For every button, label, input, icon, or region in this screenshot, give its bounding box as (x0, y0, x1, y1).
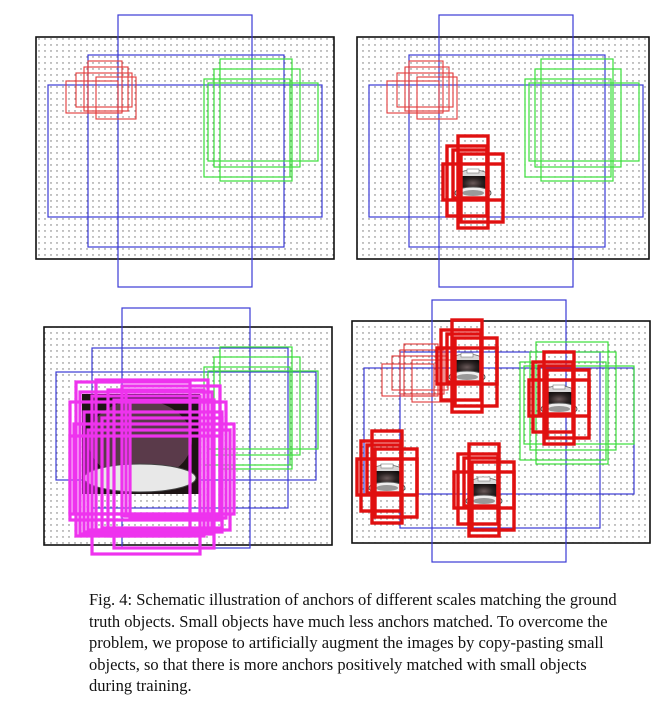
panel-bottom-left (43, 307, 333, 556)
small-anchor-box (83, 66, 129, 112)
small-anchor-box (95, 76, 137, 120)
large-anchor-box (368, 84, 644, 218)
large-anchor-box (47, 84, 323, 218)
small-anchor-box (404, 66, 450, 112)
anchor-grid (36, 37, 334, 259)
medium-anchor-box (203, 78, 291, 178)
small-anchor-box (381, 363, 435, 397)
matched-anchor-box (112, 398, 216, 550)
matched-anchor-box (527, 378, 591, 418)
matched-anchor-box (124, 390, 210, 518)
matched-anchor-box (355, 457, 419, 497)
matched-anchor-box (462, 456, 500, 508)
small-anchor-box (399, 349, 445, 395)
panel-top-left (35, 14, 335, 288)
medium-anchor-box (219, 58, 293, 182)
medium-anchor-box (523, 365, 635, 445)
medium-anchor-box (207, 82, 319, 162)
panel-top-right (356, 14, 650, 288)
matched-anchor-box (445, 332, 483, 384)
large-anchor-box (408, 54, 606, 248)
small-anchor-box (416, 76, 458, 120)
matched-anchor-box (452, 470, 516, 510)
image-frame (35, 36, 335, 260)
matched-anchor-box (451, 148, 489, 200)
image-frame (43, 326, 333, 546)
caption-line-2: truth objects. Small objects have much l… (89, 611, 608, 631)
matched-anchor-box (365, 443, 403, 495)
small-anchor-box (75, 72, 133, 108)
image-frame (351, 320, 651, 544)
medium-anchor-box (213, 68, 301, 168)
large-anchor-box (87, 54, 285, 248)
matched-anchor-box (72, 422, 236, 516)
image-frame (356, 36, 650, 260)
matched-anchor-box (86, 428, 232, 532)
small-anchor-box (396, 72, 454, 108)
anchor-illustration-figure (35, 14, 651, 563)
medium-anchor-box (535, 341, 609, 465)
caption-line-1: Fig. 4: Schematic illustration of anchor… (89, 590, 617, 609)
large-anchor-box (117, 14, 253, 288)
caption-line-4: objects, so that there is more anchors p… (89, 654, 587, 674)
medium-anchor-box (528, 82, 640, 162)
caption-line-5: during training. (89, 676, 192, 696)
figure-caption: Fig. 4: Schematic illustration of anchor… (89, 589, 661, 697)
medium-anchor-box (524, 78, 612, 178)
small-anchor-box (65, 80, 119, 114)
caption-line-3: problem, we propose to artificially augm… (89, 633, 604, 653)
medium-anchor-box (540, 58, 614, 182)
matched-anchor-box (90, 394, 202, 556)
matched-anchor-box (435, 346, 499, 386)
panel-bottom-right (351, 299, 651, 563)
medium-anchor-box (534, 68, 622, 168)
matched-anchor-box (106, 388, 206, 538)
matched-anchor-box (128, 400, 228, 520)
matched-anchor-box (537, 364, 575, 416)
matched-anchor-box (100, 416, 224, 530)
large-anchor-box (438, 14, 574, 288)
matched-anchor-box (441, 162, 505, 202)
matched-anchor-box (68, 434, 222, 522)
small-anchor-box (386, 80, 440, 114)
